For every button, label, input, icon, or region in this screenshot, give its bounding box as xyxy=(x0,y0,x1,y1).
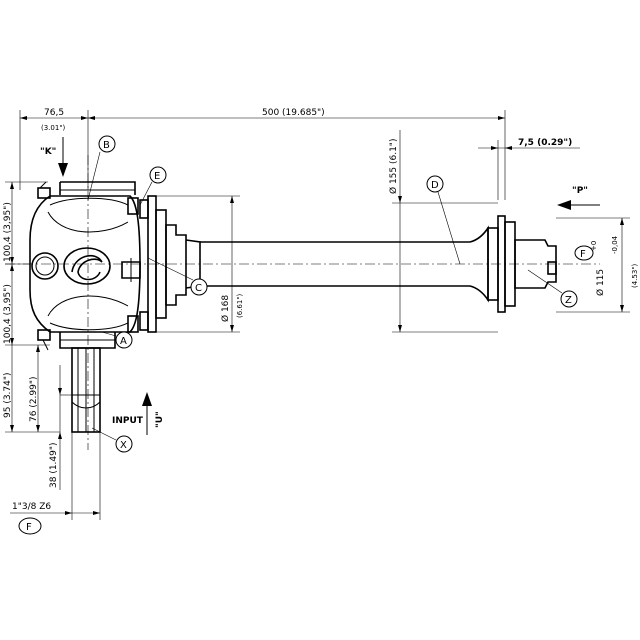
input-shaft: 1"3/8 Z6 xyxy=(10,347,101,520)
callout-a: A xyxy=(120,336,127,347)
view-u: INPUT "U" xyxy=(112,392,165,435)
callouts: B E C A X D Z F F xyxy=(18,135,594,535)
view-p: "P" xyxy=(557,186,600,210)
callout-e: E xyxy=(154,171,160,182)
dim-length-total: 500 (19.685") xyxy=(262,108,325,118)
callout-f-bottom: F xyxy=(26,522,32,533)
left-dimensions: 100,4 (3,95") 100,4 (3,95") 95 (3.74") 7… xyxy=(3,181,72,490)
view-u-label: "U" xyxy=(155,411,165,428)
callout-c: C xyxy=(195,283,202,294)
callout-z: Z xyxy=(565,295,572,306)
dim-dia-output-tol-up: +0 xyxy=(590,241,598,251)
dim-dia-output: Ø 115 xyxy=(595,269,606,296)
view-p-label: "P" xyxy=(572,186,588,196)
dim-spline-spec: 1"3/8 Z6 xyxy=(12,502,51,512)
output-flange: Ø 115 +0 -0,04 (4.53") xyxy=(497,215,639,313)
dim-dia-flange-inch: (6.61") xyxy=(236,293,244,318)
dim-spline-len: 76 (2.99") xyxy=(29,376,39,422)
dim-upper-half: 100,4 (3,95") xyxy=(3,202,13,262)
callout-d: D xyxy=(431,180,439,191)
dim-dia-flange: Ø 168 xyxy=(220,295,231,322)
callout-x: X xyxy=(120,440,127,451)
callout-f-right: F xyxy=(580,249,586,260)
dim-shaft-height: 95 (3.74") xyxy=(3,372,13,418)
dim-dia-output-tol-dn: -0,04 xyxy=(611,235,619,254)
dim-flange-thk: 7,5 (0.29") xyxy=(518,138,572,148)
input-label: INPUT xyxy=(112,416,144,426)
callout-b: B xyxy=(103,140,110,151)
top-dimensions: 76,5 (3.01") 500 (19.685") 7,5 (0.29") xyxy=(19,108,580,200)
dim-width-top-inch: (3.01") xyxy=(41,124,66,132)
view-k-label: "K" xyxy=(40,147,56,157)
tube: Ø 155 (6.1") xyxy=(200,130,499,333)
dim-dia-tube: Ø 155 (6.1") xyxy=(388,139,399,194)
dim-dia-output-inch: (4.53") xyxy=(631,263,639,288)
dim-width-top: 76,5 xyxy=(44,108,64,118)
dim-lower-half: 100,4 (3,95") xyxy=(3,284,13,344)
dim-spline-short: 38 (1.49") xyxy=(49,442,59,488)
view-k: "K" xyxy=(40,137,68,177)
